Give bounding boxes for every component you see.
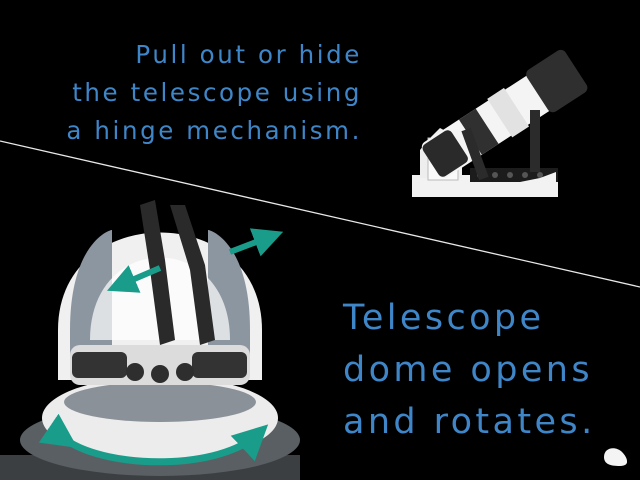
section-divider xyxy=(0,140,640,288)
dome-rotate-arrow xyxy=(38,413,269,466)
dome-caption-line-3: and rotates. xyxy=(343,402,596,442)
dome-caption-line-2: dome opens xyxy=(343,350,593,390)
hinge-caption-line-1: Pull out or hide xyxy=(135,40,362,69)
hinge-caption-line-2: the telescope using xyxy=(72,78,362,107)
corner-logo-icon xyxy=(604,448,627,466)
hinge-caption: Pull out or hide the telescope using a h… xyxy=(22,36,362,150)
dome-open-arrow xyxy=(106,228,284,293)
hinge-caption-line-3: a hinge mechanism. xyxy=(66,116,362,145)
dome-caption-line-1: Telescope xyxy=(343,298,545,338)
dome-caption: Telescope dome opens and rotates. xyxy=(343,292,596,448)
telescope-hinge-model xyxy=(412,49,588,197)
